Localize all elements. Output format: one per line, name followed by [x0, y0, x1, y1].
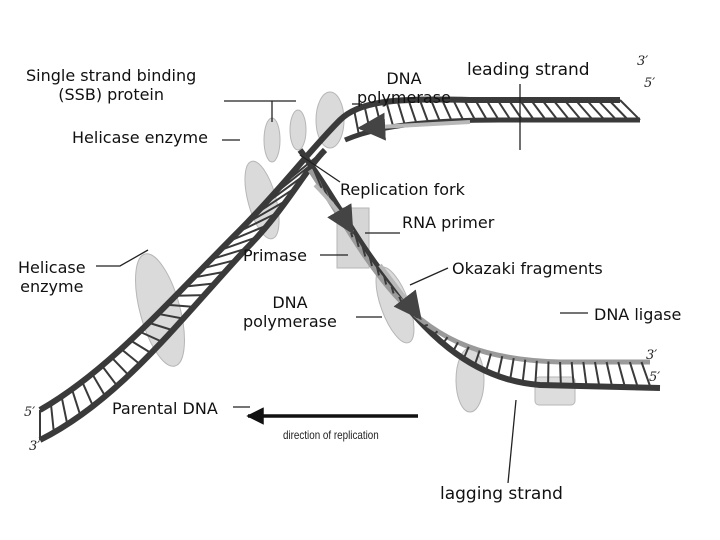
dna-ligase-label: DNA ligase: [594, 305, 681, 324]
left-3-prime: 3′: [29, 439, 40, 454]
dna-polymerase-top-label: DNA polymerase: [357, 69, 451, 107]
lagging-strand-leader: [508, 400, 516, 483]
leading-strand-label: leading strand: [467, 61, 590, 80]
base-pair-rung: [424, 325, 428, 326]
okazaki-leader: [410, 268, 448, 285]
base-pair-rung: [354, 110, 359, 135]
parental-dna-label: Parental DNA: [112, 399, 218, 418]
rna-primer-label: RNA primer: [402, 213, 494, 232]
base-pair-rung: [620, 100, 640, 120]
base-pair-rung: [560, 362, 561, 386]
direction-of-replication-label: direction of replication: [283, 428, 379, 442]
top-5-prime: 5′: [644, 76, 655, 91]
base-pair-rung: [51, 403, 54, 432]
base-pair-rung: [72, 389, 80, 415]
base-pair-rung: [583, 362, 586, 386]
base-pair-rung: [92, 374, 105, 396]
helicase-left-label: Helicase enzyme: [18, 258, 86, 296]
ssb-label: Single strand binding (SSB) protein: [26, 66, 196, 104]
base-pair-rung: [523, 360, 526, 383]
base-pair-rung: [475, 100, 487, 120]
ssb-protein: [264, 118, 280, 162]
base-pair-rung: [498, 356, 502, 376]
base-pair-rung: [121, 349, 140, 364]
right-3-prime: 3′: [646, 348, 657, 363]
left-5-prime: 5′: [24, 405, 35, 420]
ssb-protein: [290, 110, 306, 150]
base-pair-rung: [486, 354, 491, 372]
okazaki-label: Okazaki fragments: [452, 259, 603, 278]
lagging-strand-label: lagging strand: [440, 485, 563, 504]
base-pair-rung: [102, 366, 117, 386]
base-pair-rung: [486, 100, 498, 120]
base-pair-rung: [618, 362, 625, 387]
base-pair-rung: [595, 362, 599, 386]
primase-label: Primase: [243, 246, 307, 265]
base-pair-rung: [176, 295, 205, 296]
dna-polymerase-mid-label: DNA polymerase: [243, 293, 337, 331]
base-pair-rung: [607, 362, 613, 387]
base-pair-rung: [130, 340, 151, 353]
replication-fork-label: Replication fork: [340, 180, 465, 199]
base-pair-rung: [62, 397, 68, 425]
base-pair-rung: [112, 357, 129, 375]
helicase-top-label: Helicase enzyme: [72, 128, 208, 147]
dna-ligase-box: [535, 377, 575, 405]
base-pair-rung: [510, 358, 514, 380]
base-pair-rung: [82, 382, 93, 406]
base-pair-rung: [630, 362, 638, 387]
top-3-prime: 3′: [637, 54, 648, 69]
right-5-prime: 5′: [649, 370, 660, 385]
leading-new-strand: [345, 120, 640, 140]
